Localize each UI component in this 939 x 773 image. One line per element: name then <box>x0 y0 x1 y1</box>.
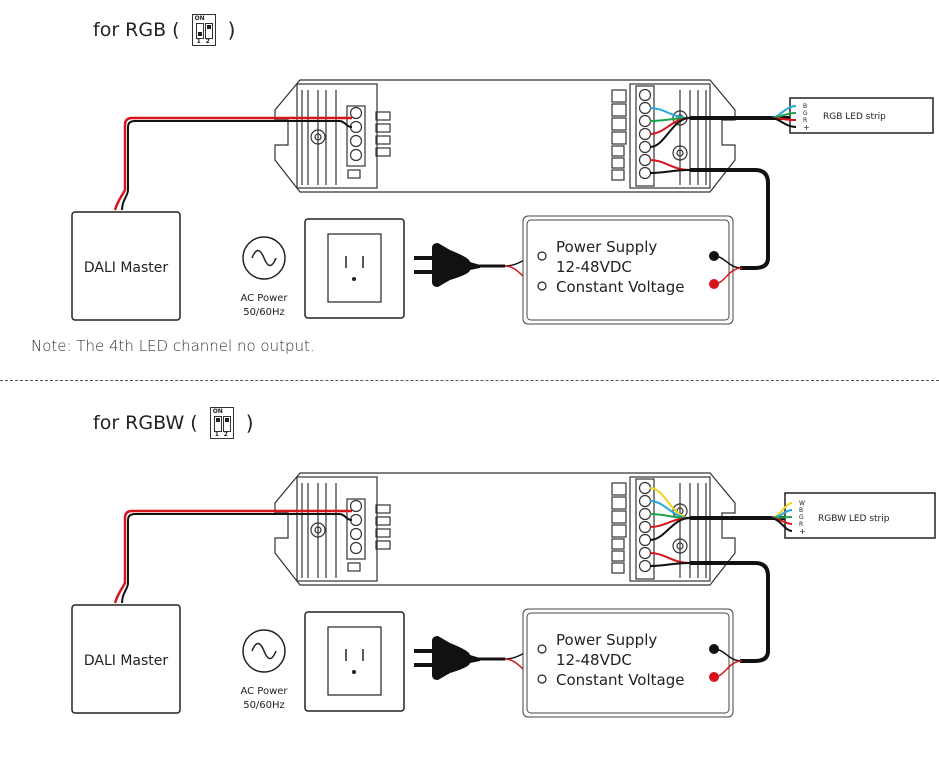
wall-outlet-icon <box>304 611 405 712</box>
rgbw-heading: for RGBW ( ON 1 2 ) <box>93 407 254 439</box>
power-supply-box: Power Supply 12-48VDC Constant Voltage <box>522 215 743 325</box>
power-cable <box>690 561 770 663</box>
dip-switch-1 <box>213 416 222 432</box>
dip-switch-rgb: ON 1 2 <box>191 14 216 46</box>
led-strip-label: RGBW LED strip <box>818 514 890 524</box>
ac-power-icon: AC Power 50/60Hz <box>240 629 288 711</box>
led-strip-rgb: RGB LED strip B G R + <box>769 97 934 134</box>
dali-master-label: DALI Master <box>84 653 169 669</box>
dip-on-label: ON <box>194 15 205 22</box>
rgb-wiring-diagram: RGB LED strip B G R + DALI Master AC Pow… <box>71 79 934 325</box>
power-supply-title: Power Supply <box>556 631 657 649</box>
dali-master-box: DALI Master <box>71 604 181 714</box>
dip-switch-rgbw: ON 1 2 <box>209 407 234 439</box>
heading-close: ) <box>227 18 236 42</box>
dip-switch-2 <box>204 23 213 39</box>
rgb-wiring-section: for RGB ( ON 1 2 ) <box>0 0 939 381</box>
dip-switch-1 <box>195 23 204 39</box>
rgbw-wiring-diagram: RGBW LED strip W B G R + DALI Master AC … <box>71 472 936 718</box>
rgbw-heading-text: for RGBW ( <box>93 412 198 434</box>
dip-num-2: 2 <box>205 38 210 45</box>
ac-power-label: AC Power <box>240 293 288 304</box>
power-supply-type: Constant Voltage <box>556 671 684 689</box>
pin-label: + <box>799 527 806 536</box>
pin-label: B <box>799 507 803 514</box>
section-divider <box>0 380 939 381</box>
power-supply-voltage: 12-48VDC <box>556 258 632 276</box>
note-text: Note: The 4th LED channel no output. <box>31 337 315 355</box>
power-supply-box: Power Supply 12-48VDC Constant Voltage <box>522 608 743 718</box>
dip-num-1: 1 <box>214 431 219 438</box>
ac-power-label: AC Power <box>240 686 288 697</box>
ac-frequency-label: 50/60Hz <box>243 700 285 711</box>
dip-num-1: 1 <box>196 38 201 45</box>
rgbw-wiring-section: for RGBW ( ON 1 2 ) <box>0 393 939 773</box>
power-supply-title: Power Supply <box>556 238 657 256</box>
led-strip-label: RGB LED strip <box>823 112 886 122</box>
power-supply-voltage: 12-48VDC <box>556 651 632 669</box>
dali-master-box: DALI Master <box>71 211 181 321</box>
dali-controller <box>274 472 736 586</box>
ac-power-icon: AC Power 50/60Hz <box>240 236 288 318</box>
pin-label: B <box>803 103 807 110</box>
dali-red-wire <box>113 116 352 211</box>
dip-on-label: ON <box>212 408 223 415</box>
dip-switch-2 <box>222 416 231 432</box>
pin-label: G <box>803 110 808 117</box>
rgb-heading-text: for RGB ( <box>93 19 180 41</box>
dali-red-wire <box>113 509 352 604</box>
pin-label: + <box>803 123 810 132</box>
pin-label: R <box>803 117 807 124</box>
dali-black-wire <box>121 120 353 211</box>
dip-num-2: 2 <box>223 431 228 438</box>
pin-label: G <box>799 514 804 521</box>
led-strip-rgbw: RGBW LED strip W B G R + <box>769 492 936 539</box>
dali-black-wire <box>121 513 353 604</box>
pin-label: R <box>799 521 803 528</box>
ac-frequency-label: 50/60Hz <box>243 307 285 318</box>
rgb-heading: for RGB ( ON 1 2 ) <box>93 14 235 46</box>
heading-close: ) <box>245 411 254 435</box>
power-cable <box>690 168 770 270</box>
wall-outlet-icon <box>304 218 405 319</box>
power-plug-icon <box>414 243 541 287</box>
power-supply-type: Constant Voltage <box>556 278 684 296</box>
pin-label: W <box>799 500 805 507</box>
power-plug-icon <box>414 636 541 680</box>
dali-master-label: DALI Master <box>84 260 169 276</box>
